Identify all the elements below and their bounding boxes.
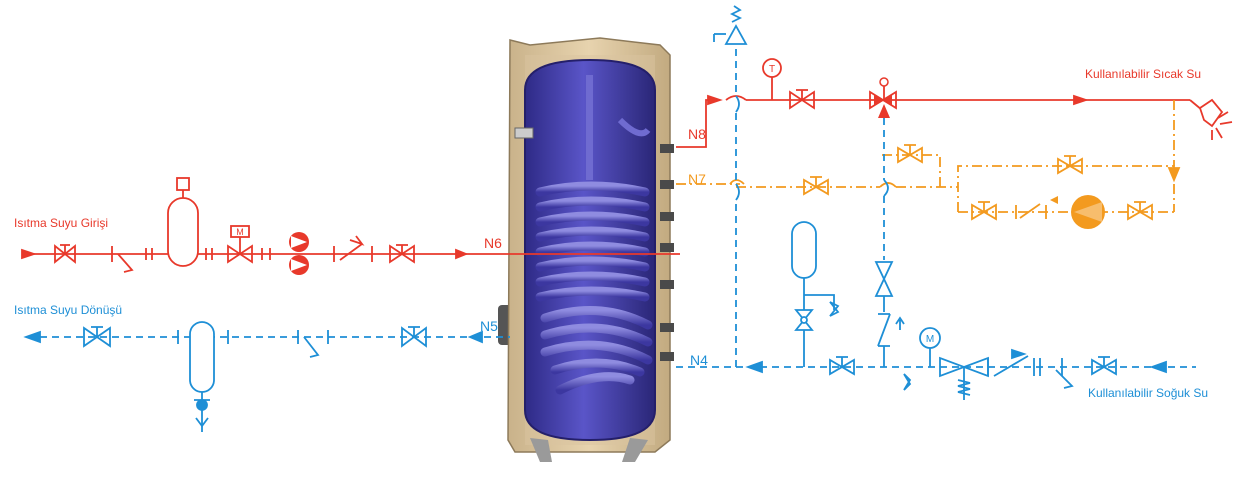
- tank-nozzles: [660, 144, 674, 361]
- circulation-pump-icon: [1071, 195, 1105, 229]
- thermostatic-mixing-valve: [874, 77, 892, 118]
- upper-coil: [535, 181, 650, 302]
- nozzle-n8-label: N8: [688, 126, 706, 142]
- heating-return-label: Isıtma Suyu Dönüşü: [14, 303, 123, 317]
- motor-valve-label: M: [236, 227, 244, 237]
- nozzle-n6-label: N6: [484, 235, 502, 251]
- anode-rod: [586, 75, 593, 180]
- heating-supply-line: [21, 177, 680, 273]
- nozzle-n7-label: N7: [688, 171, 706, 187]
- cold-water-label: Kullanılabilir Soğuk Su: [1088, 386, 1209, 400]
- pressure-gauge-label: M: [926, 334, 934, 345]
- lower-coil: [540, 306, 653, 395]
- hot-water-label: Kullanılabilir Sıcak Su: [1085, 67, 1202, 81]
- nozzle-n5-label: N5: [480, 318, 498, 334]
- thermometer-port: [514, 127, 534, 139]
- heating-inlet-label: Isıtma Suyu Girişi: [14, 216, 109, 230]
- heating-return-line: [23, 321, 510, 432]
- storage-tank: [498, 37, 674, 462]
- recirculation-line: [676, 100, 1181, 221]
- twin-pump-icon: [289, 232, 309, 275]
- nozzle-n4-label: N4: [690, 352, 708, 368]
- hot-water-line: [676, 58, 1233, 148]
- cold-water-line: [676, 5, 1196, 400]
- temperature-gauge-label: T: [769, 64, 775, 75]
